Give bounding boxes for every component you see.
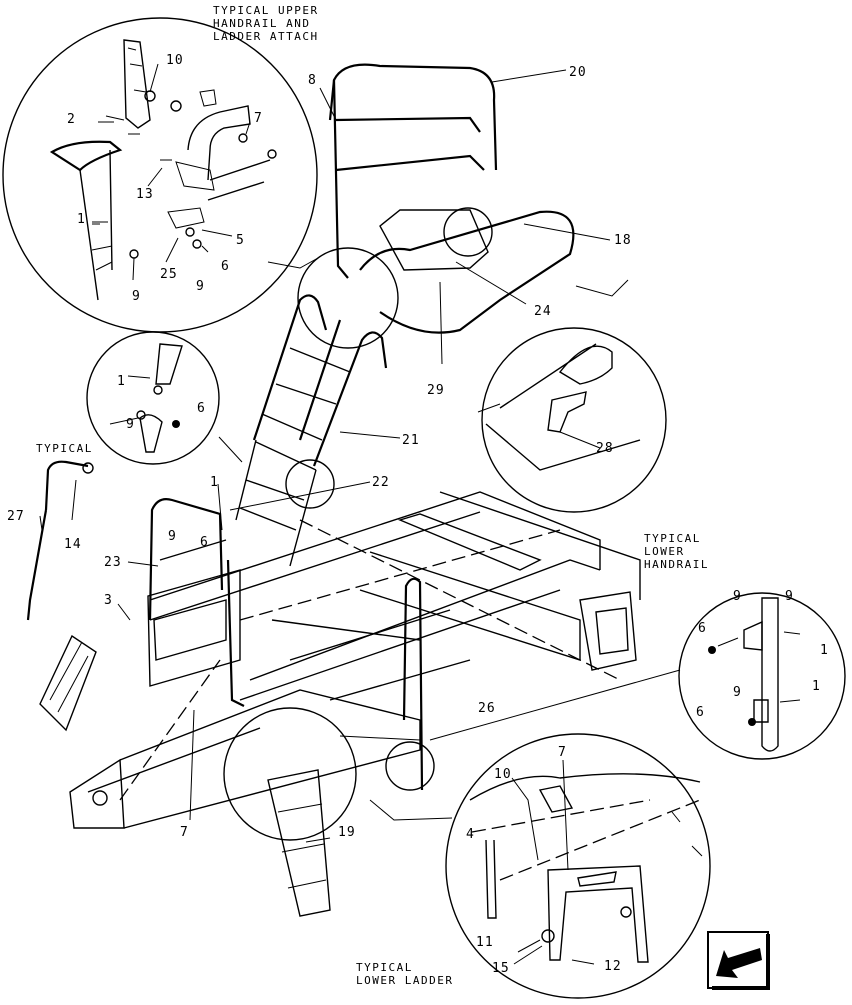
caption-lower-ladder: TYPICAL LOWER LADDER	[356, 961, 453, 987]
callout-9: 9	[126, 417, 135, 432]
callout-18: 18	[614, 233, 632, 248]
callout-22: 22	[372, 475, 390, 490]
upper-platform	[235, 63, 611, 567]
callout-6: 6	[696, 705, 705, 720]
callout-7: 7	[254, 111, 263, 126]
callout-13: 13	[136, 187, 154, 202]
callout-4: 4	[466, 827, 475, 842]
caption-line: TYPICAL UPPER	[213, 4, 319, 17]
callout-1: 1	[77, 212, 86, 227]
callout-26: 26	[478, 701, 496, 716]
callout-7: 7	[558, 745, 567, 760]
callout-9: 9	[196, 279, 205, 294]
callout-14: 14	[64, 537, 82, 552]
callout-19: 19	[338, 825, 356, 840]
callout-10: 10	[494, 767, 512, 782]
callout-9: 9	[785, 589, 794, 604]
callout-1: 1	[117, 374, 126, 389]
caption-line: TYPICAL	[356, 961, 413, 974]
callout-8: 8	[308, 73, 317, 88]
detail-upper-attach	[2, 17, 319, 333]
callouts: 1 2 10 7 13 5 25 6 9 9 8 20 18 24 29 1 9…	[7, 53, 829, 976]
detail-step-stop	[477, 279, 667, 513]
callout-23: 23	[104, 555, 122, 570]
callout-1: 1	[210, 475, 219, 490]
callout-1: 1	[820, 643, 829, 658]
callout-15: 15	[492, 961, 510, 976]
callout-6: 6	[698, 621, 707, 636]
callout-25: 25	[160, 267, 178, 282]
caption-line: LOWER LADDER	[356, 974, 453, 987]
callout-10: 10	[166, 53, 184, 68]
callout-1: 1	[812, 679, 821, 694]
caption-line: TYPICAL	[644, 532, 701, 545]
callout-5: 5	[236, 233, 245, 248]
caption-upper-attach: TYPICAL UPPER HANDRAIL AND LADDER ATTACH	[213, 4, 319, 43]
caption-lower-handrail: TYPICAL LOWER HANDRAIL	[644, 532, 709, 571]
caption-line: LOWER	[644, 545, 685, 558]
callout-21: 21	[402, 433, 420, 448]
callout-6: 6	[197, 401, 206, 416]
callout-20: 20	[569, 65, 587, 80]
callout-9: 9	[168, 529, 177, 544]
detail-handrail-attach	[86, 331, 243, 465]
callout-3: 3	[104, 593, 113, 608]
callout-6: 6	[221, 259, 230, 274]
callout-9: 9	[132, 289, 141, 304]
caption-typical: TYPICAL	[36, 442, 93, 455]
callout-12: 12	[604, 959, 622, 974]
detail-lower-ladder	[369, 733, 711, 999]
callout-9: 9	[733, 685, 742, 700]
main-frame	[26, 460, 641, 917]
callout-27: 27	[7, 509, 25, 524]
detail-lower-handrail	[429, 592, 846, 760]
callout-2: 2	[67, 112, 76, 127]
callout-29: 29	[427, 383, 445, 398]
callout-9: 9	[733, 589, 742, 604]
callout-7: 7	[180, 825, 189, 840]
callout-24: 24	[534, 304, 552, 319]
caption-line: HANDRAIL AND	[213, 17, 310, 30]
caption-line: LADDER ATTACH	[213, 30, 319, 43]
callout-28: 28	[596, 441, 614, 456]
back-arrow-icon[interactable]	[707, 931, 770, 990]
callout-11: 11	[476, 935, 494, 950]
callout-6: 6	[200, 535, 209, 550]
caption-line: HANDRAIL	[644, 558, 709, 571]
